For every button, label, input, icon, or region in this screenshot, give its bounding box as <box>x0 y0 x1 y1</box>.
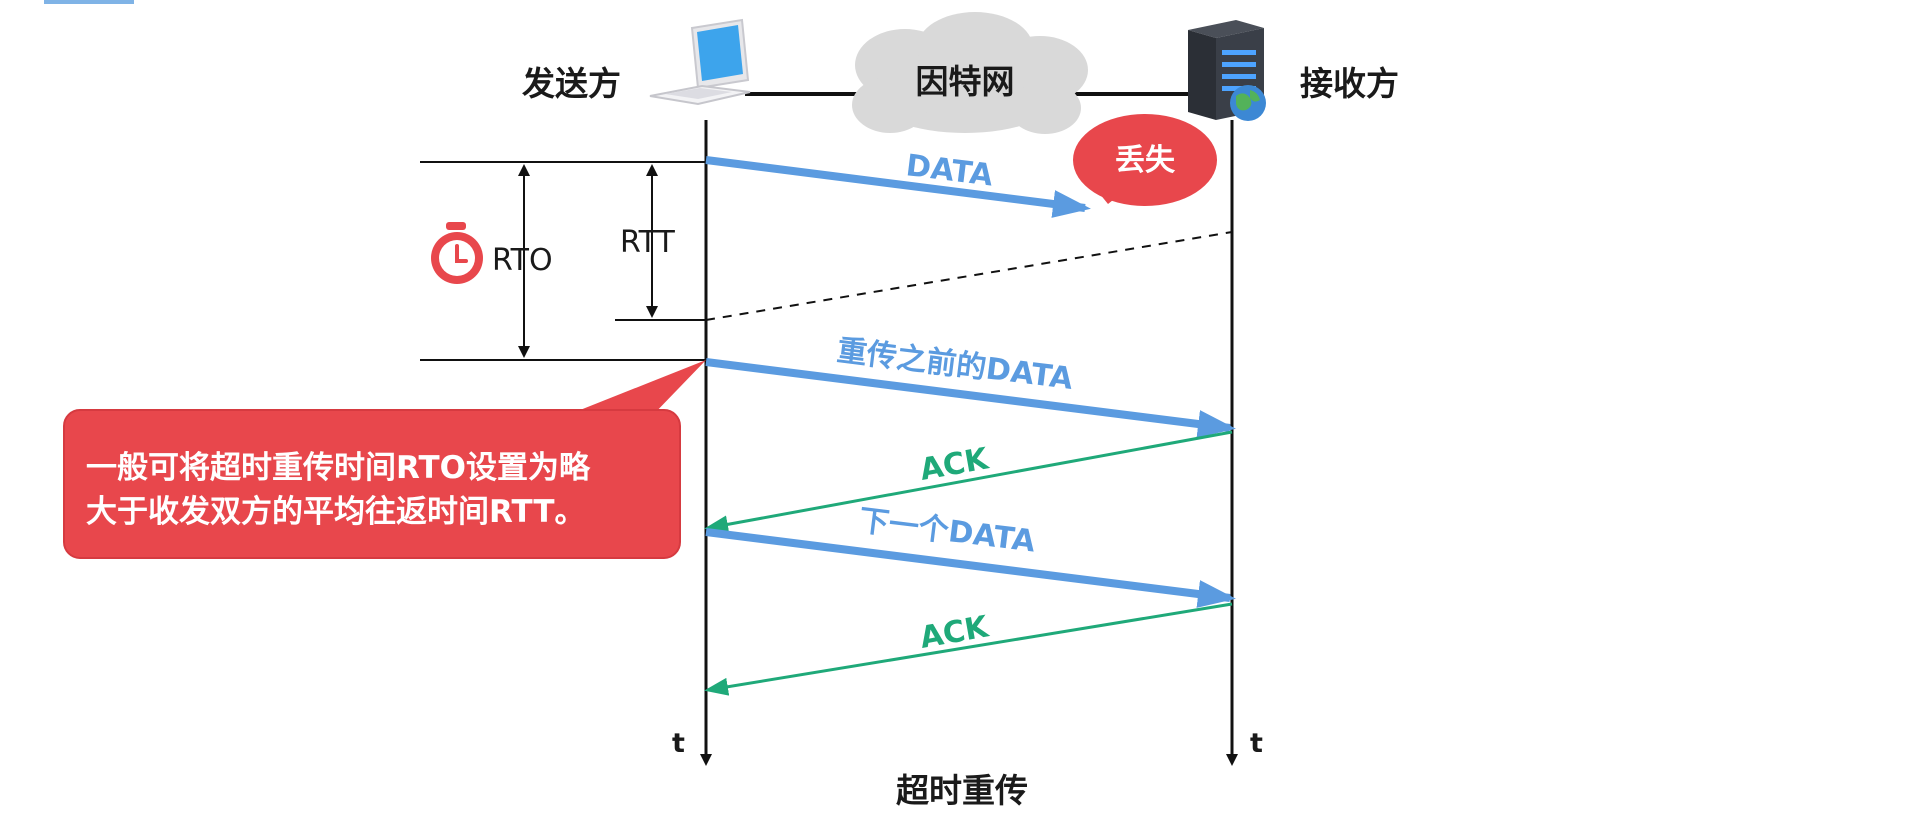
rtt-label: RTT <box>620 225 675 260</box>
cloud-icon <box>852 12 1088 134</box>
ack-2-arrow <box>704 602 1233 696</box>
lost-bubble <box>1073 114 1217 206</box>
laptop-icon <box>649 18 751 106</box>
ack-2-label: ACK <box>917 609 992 656</box>
note-bubble <box>63 360 706 559</box>
diagram-caption: 超时重传 <box>896 771 1028 810</box>
server-icon <box>1188 20 1266 121</box>
stopwatch-icon <box>431 222 483 284</box>
sender-time-label: t <box>672 728 685 759</box>
note-line-2: 大于收发双方的平均往返时间RTT。 <box>86 494 585 530</box>
sender-label: 发送方 <box>522 64 621 103</box>
network-label: 因特网 <box>916 62 1015 101</box>
data-retransmit-label: 重传之前的DATA <box>835 333 1075 397</box>
rto-label: RTO <box>492 243 553 278</box>
ack-1-label: ACK <box>917 441 992 488</box>
data-lost-arrow <box>705 156 1091 218</box>
note-line-1: 一般可将超时重传时间RTO设置为略 <box>86 450 591 486</box>
missing-ack-dashed-line <box>705 231 1233 321</box>
lost-label: 丢失 <box>1115 143 1176 178</box>
ack-1-arrow <box>704 430 1233 534</box>
corner-tab <box>44 0 134 4</box>
receiver-time-label: t <box>1250 728 1263 759</box>
data-retransmit-arrow <box>705 358 1236 438</box>
receiver-label: 接收方 <box>1300 64 1399 103</box>
data-next-arrow <box>705 528 1236 608</box>
